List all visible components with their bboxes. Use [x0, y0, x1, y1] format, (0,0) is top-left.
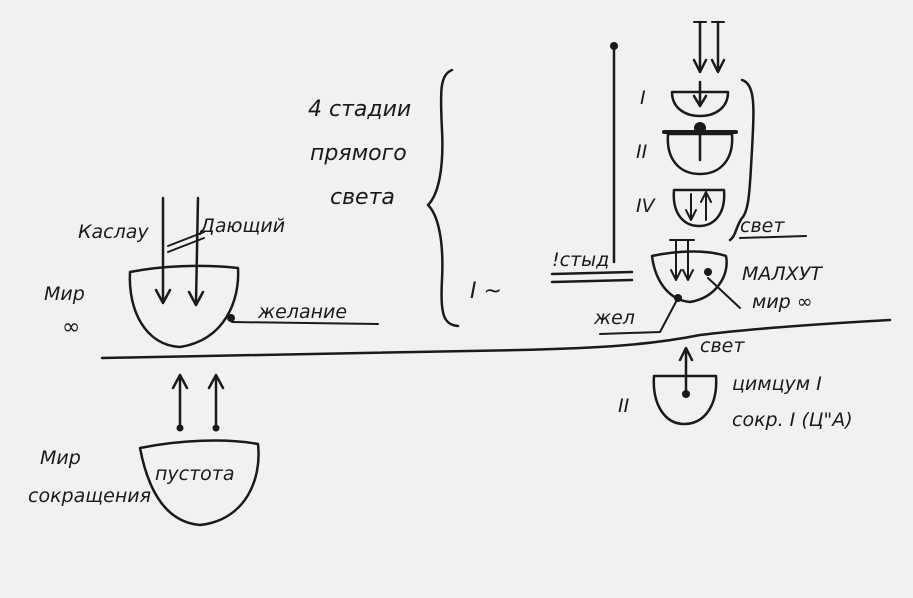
- label-roman-one-tilde: I ~: [470, 279, 502, 304]
- label-pustota: пустота: [155, 463, 235, 485]
- label-stages-1: 4 стадии: [308, 97, 411, 122]
- label-zhel: жел: [593, 307, 635, 329]
- mir-inf-connector: [707, 277, 741, 309]
- world-infinity-bowl: [128, 264, 240, 349]
- tsimtsum-bowl: [652, 374, 718, 426]
- label-styd: !стыд: [552, 249, 609, 271]
- arrow-light-in-2-head: [187, 290, 205, 307]
- label-svet-bottom: свет: [700, 335, 745, 357]
- label-dayushchiy: Дающий: [199, 215, 285, 237]
- malkhut-bowl: [650, 250, 728, 304]
- label-mir: Мир: [44, 283, 85, 305]
- arrow-up-left-head: [171, 373, 189, 390]
- label-infinity: ∞: [62, 315, 80, 340]
- tsimtsum-arrow-up-head: [678, 346, 694, 362]
- label-tsimtsum: цимцум I: [732, 373, 822, 395]
- label-stage-4: IV: [636, 195, 657, 217]
- main-divider-line: [100, 318, 892, 360]
- label-roman-two: II: [618, 395, 630, 417]
- connector-stroke-2: [167, 237, 205, 253]
- label-sokr: сокр. I (Ц"А): [732, 409, 853, 431]
- label-malkhut: МАЛХУТ: [742, 263, 823, 285]
- stage-2-bowl: [666, 132, 734, 176]
- malkhut-arrow-1-head: [670, 269, 682, 281]
- top-arrow-2-head: [710, 58, 726, 74]
- label-mir-inf: мир ∞: [752, 291, 813, 313]
- stage-4-arrow-up-head: [700, 191, 712, 203]
- zhel-connector: [599, 297, 679, 335]
- label-stages-3: света: [330, 185, 395, 210]
- desire-underline: [231, 321, 379, 325]
- stage-4-arrow-down-head: [685, 209, 697, 221]
- arrow-up-right-head: [207, 373, 225, 390]
- tsimtsum-point: [682, 390, 690, 398]
- label-svet-top: свет: [740, 215, 785, 237]
- desire-point: [227, 314, 235, 322]
- styd-underline-1: [550, 270, 634, 276]
- arrow-light-in-2: [194, 196, 200, 304]
- restricted-world-bowl: [138, 439, 260, 527]
- stage-4-bowl: [672, 188, 726, 228]
- label-kaslau: Каслау: [78, 221, 149, 243]
- malkhut-point: [704, 268, 712, 276]
- arrow-up-right-dot: [212, 424, 220, 432]
- label-zhelanie: желание: [257, 301, 347, 323]
- label-stage-2: II: [636, 141, 648, 163]
- malkhut-arrow-2-head: [682, 269, 694, 281]
- arrow-light-in-1-head: [154, 288, 172, 305]
- connector-stroke-1: [167, 231, 205, 247]
- label-stages-2: прямого: [310, 141, 407, 166]
- stage-1-arrow-head: [692, 94, 708, 108]
- svet-top-underline: [739, 235, 807, 239]
- stages-right-brace: [728, 78, 755, 242]
- stages-brace: [426, 68, 460, 328]
- styd-underline-2: [550, 278, 634, 284]
- stage-2-knob: [694, 122, 706, 134]
- label-mir-sokr-1: Мир: [40, 447, 81, 469]
- label-stage-1: I: [640, 87, 646, 109]
- arrow-up-left-dot: [176, 424, 184, 432]
- label-mir-sokr-2: сокращения: [28, 485, 151, 507]
- stage-1-bowl: [670, 90, 730, 118]
- top-arrow-1-head: [692, 58, 708, 74]
